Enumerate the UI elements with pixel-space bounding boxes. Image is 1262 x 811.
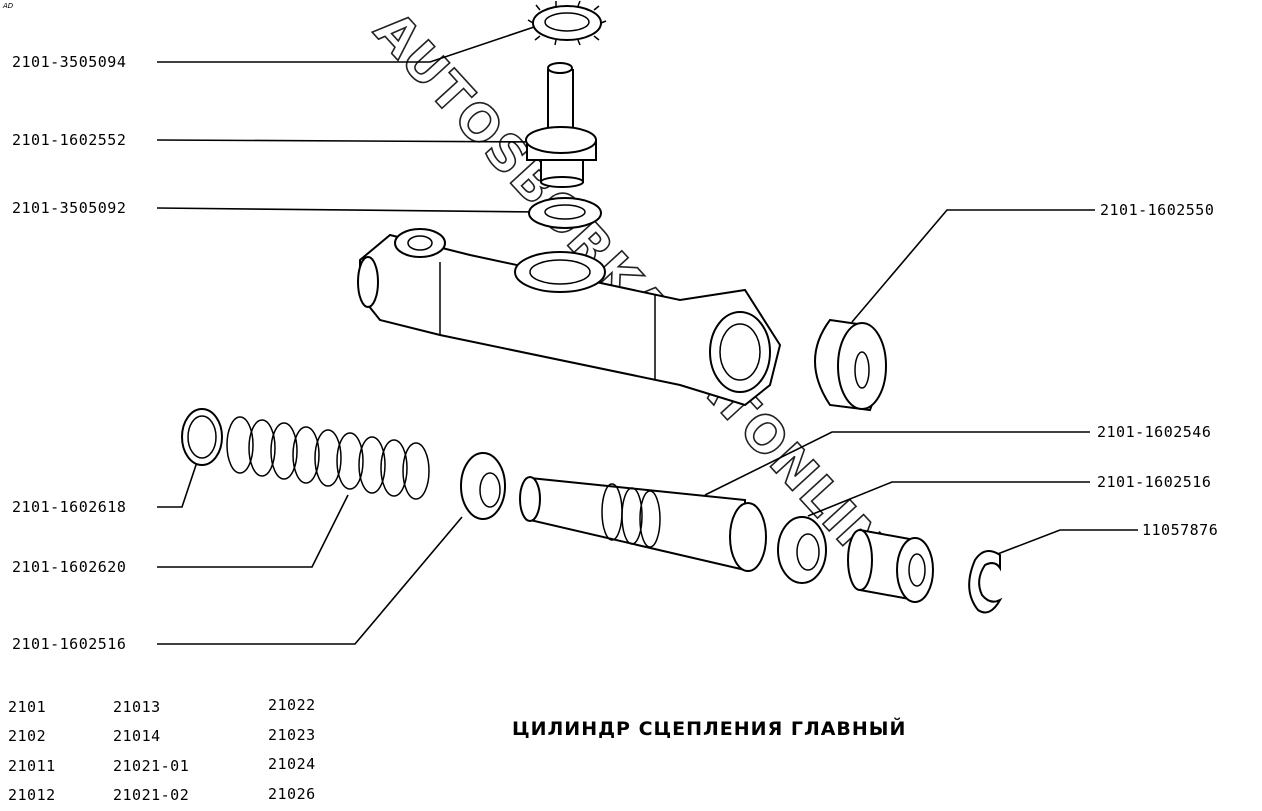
leader-1602546 (704, 431, 1090, 496)
leader-1602550 (851, 209, 1095, 323)
leader-1602516-right (807, 481, 1090, 517)
callout-2: 2101-1602552 (12, 131, 126, 149)
circlip (968, 550, 1003, 614)
protective-boot (814, 318, 887, 412)
washer (528, 197, 602, 229)
leader-1602516-left (157, 516, 463, 645)
bushing (847, 528, 934, 603)
leader-3505094 (157, 24, 541, 63)
model-item: 21021-01 (113, 757, 190, 775)
callout-5: 2101-1602546 (1097, 423, 1211, 441)
callout-1: 2101-3505094 (12, 53, 126, 71)
model-item: 2102 (8, 727, 47, 745)
leader-1602552 (156, 139, 556, 143)
callout-6: 2101-1602516 (1097, 473, 1211, 491)
callout-7: 11057876 (1142, 521, 1218, 539)
callout-labels: 2101-3505094 2101-1602552 2101-3505092 2… (12, 53, 1218, 653)
callout-3: 2101-3505092 (12, 199, 126, 217)
callout-4: 2101-1602550 (1100, 201, 1214, 219)
spring-ring (181, 408, 223, 466)
return-spring (226, 416, 430, 500)
leader-3505092 (156, 207, 541, 213)
model-item: 21023 (268, 726, 316, 744)
model-item: 21014 (113, 727, 161, 745)
diagram-title: ЦИЛИНДР СЦЕПЛЕНИЯ ГЛАВНЫЙ (512, 718, 907, 740)
model-item: 21013 (113, 698, 161, 716)
fitting (525, 62, 597, 188)
leader-1602618 (157, 461, 198, 508)
model-item: 21012 (8, 786, 56, 804)
model-item: 21021-02 (113, 786, 190, 804)
model-item: 21026 (268, 785, 316, 803)
callout-9: 2101-1602620 (12, 558, 126, 576)
seal-left (460, 452, 506, 520)
leader-1602620 (157, 494, 349, 568)
corner-mark: AD (3, 2, 14, 10)
callout-10: 2101-1602516 (12, 635, 126, 653)
callout-8: 2101-1602618 (12, 498, 126, 516)
model-item: 2101 (8, 698, 47, 716)
piston (519, 476, 767, 572)
model-item: 21011 (8, 757, 56, 775)
leader-11057876 (994, 529, 1138, 556)
toothed-lock-ring (527, 0, 607, 46)
cylinder-body (357, 228, 782, 407)
model-item: 21024 (268, 755, 316, 773)
leader-lines (156, 24, 1138, 645)
seal-right (777, 516, 827, 584)
model-item: 21022 (268, 696, 316, 714)
